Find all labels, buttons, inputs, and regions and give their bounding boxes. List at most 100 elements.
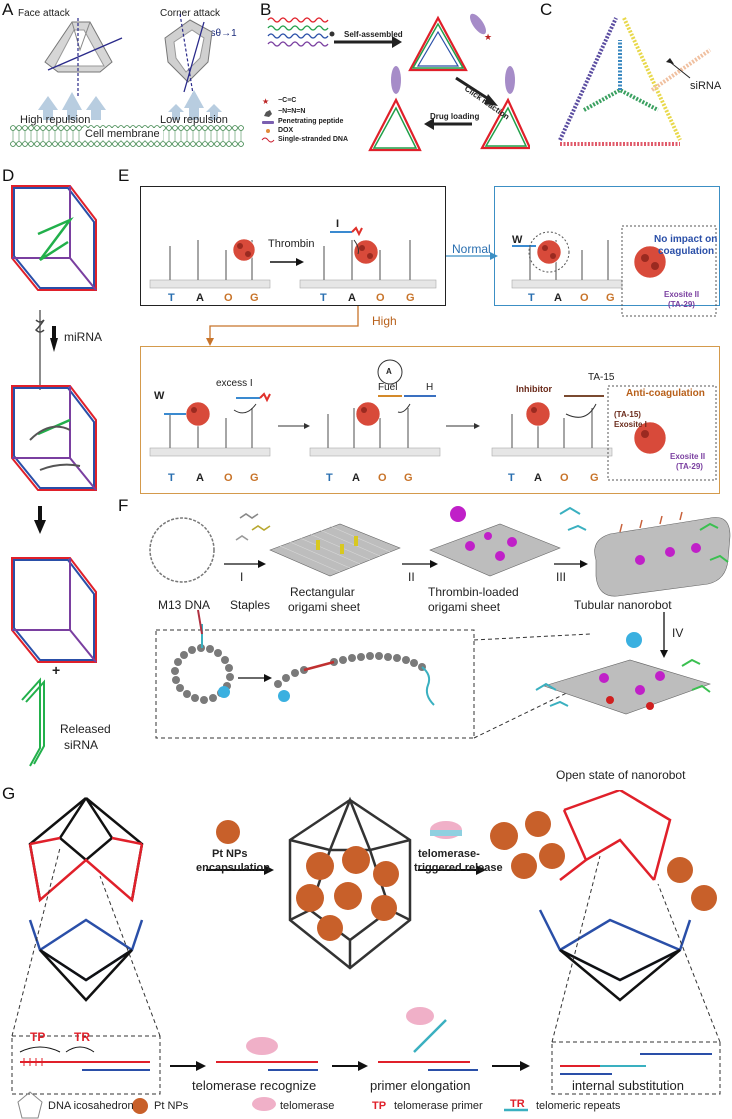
lipid-head	[178, 141, 184, 147]
step-iv-label: IV	[672, 626, 684, 640]
thrombin-molecules	[185, 238, 667, 455]
taog-4-o: O	[224, 472, 233, 484]
no-impact-label-2: coagulation	[658, 246, 715, 257]
bead-chain	[274, 652, 426, 688]
lipid-head	[40, 141, 46, 147]
primer-elong-label: primer elongation	[370, 1078, 471, 1093]
lipid-head	[238, 125, 244, 131]
high-repulsion-label: High repulsion	[20, 114, 91, 126]
lipid-head	[58, 141, 64, 147]
taog-2-o: O	[376, 292, 385, 304]
high-label: High	[372, 314, 397, 328]
e-strands	[164, 226, 604, 415]
legend-tr-symbol: TR	[510, 1098, 525, 1110]
repulsion-arrows	[38, 90, 222, 120]
pt-enc-label-1: Pt NPs	[212, 848, 248, 860]
lipid-head	[190, 141, 196, 147]
panel-c-diagram	[558, 17, 712, 146]
panel-c-letter: C	[540, 0, 553, 19]
lipid-head	[10, 125, 16, 131]
taog-5-o: O	[378, 472, 387, 484]
lipid-head	[148, 141, 154, 147]
m13-label: M13 DNA	[158, 598, 211, 612]
lipid-head	[178, 125, 184, 131]
triangle-right	[480, 97, 530, 150]
lipid-head	[52, 125, 58, 131]
panel-b-letter: B	[260, 0, 272, 19]
lipid-head	[232, 141, 238, 147]
svg-text:★: ★	[262, 97, 269, 106]
lipid-head	[202, 141, 208, 147]
lipid-head	[46, 141, 52, 147]
taog-5-g: G	[404, 472, 413, 484]
lipid-head	[76, 125, 82, 131]
lipid-head	[238, 141, 244, 147]
ta29-label-normal: (TA-29)	[668, 300, 695, 309]
panel-g-letter: G	[2, 784, 16, 803]
sirna-label-c: siRNA	[690, 80, 722, 92]
lipid-head	[28, 125, 34, 131]
e-box-high	[140, 346, 720, 494]
triangle-top	[408, 15, 468, 72]
legend-dox: DOX	[278, 127, 294, 134]
panel-f-letter: F	[118, 496, 129, 515]
strand-i-label: I	[336, 218, 340, 230]
strand-w-label: W	[512, 234, 523, 246]
exosite2-label-normal: Exosite II	[664, 290, 700, 299]
legend-ssdna: Single-stranded DNA	[278, 136, 349, 143]
lipid-head	[184, 125, 190, 131]
no-impact-label-1: No impact on	[654, 234, 718, 245]
taog-5-t: T	[326, 472, 333, 484]
corner-tetrahedron	[164, 19, 213, 83]
lipid-head	[166, 141, 172, 147]
released-label: Released	[60, 722, 111, 736]
taog-4-a: A	[196, 472, 204, 484]
cell-membrane-label: Cell membrane	[82, 128, 163, 140]
tubular-nanorobot	[559, 506, 731, 597]
face-tetrahedron	[44, 21, 113, 73]
telo-recognize-label: telomerase recognize	[192, 1078, 317, 1093]
lipid-head	[232, 125, 238, 131]
rect-sheet-label-1: Rectangular	[290, 585, 355, 599]
lipid-head	[64, 125, 70, 131]
taog-6-a: A	[534, 472, 542, 484]
legend-alkyne: −C≡C	[278, 97, 297, 104]
drug-loading-label: Drug loading	[430, 112, 480, 121]
lipid-head	[10, 141, 16, 147]
lipid-head	[58, 125, 64, 131]
normal-label: Normal	[452, 242, 491, 256]
staples-drawing	[235, 513, 271, 541]
telo-trig-label-1: telomerase-	[418, 848, 480, 860]
lipid-head	[112, 141, 118, 147]
lipid-head	[220, 141, 226, 147]
lipid-head	[220, 125, 226, 131]
sirna-triangle	[558, 17, 712, 146]
lipid-head	[208, 125, 214, 131]
lipid-head	[76, 141, 82, 147]
panel-f-diagram	[149, 506, 731, 739]
taog-6-o: O	[560, 472, 569, 484]
fuel-label: Fuel	[378, 382, 398, 393]
svg-text:★: ★	[484, 32, 492, 42]
taog-6-t: T	[508, 472, 515, 484]
icosahedron-3	[538, 790, 692, 1002]
taog-1-t: T	[168, 292, 175, 304]
lipid-head	[28, 141, 34, 147]
lipid-head	[118, 141, 124, 147]
self-assembled-label: Self-assembled	[344, 30, 403, 39]
m13-circle	[149, 517, 215, 583]
taog-6-g: G	[590, 472, 599, 484]
lipid-head	[70, 125, 76, 131]
panel-a-letter: A	[2, 0, 14, 19]
staples-label: Staples	[230, 598, 271, 612]
panel-b-diagram: ★ ★	[261, 13, 530, 152]
thrombin-label: Thrombin	[268, 238, 315, 250]
triangle-left	[368, 97, 422, 152]
ta15-paren-label: (TA-15)	[614, 410, 641, 419]
lipid-head	[184, 141, 190, 147]
open-state-label: Open state of nanorobot	[556, 768, 686, 782]
exosite1-label: Exosite I	[614, 420, 647, 429]
taog-2-t: T	[320, 292, 327, 304]
tubular-label: Tubular nanorobot	[574, 598, 672, 612]
lipid-head	[16, 125, 22, 131]
